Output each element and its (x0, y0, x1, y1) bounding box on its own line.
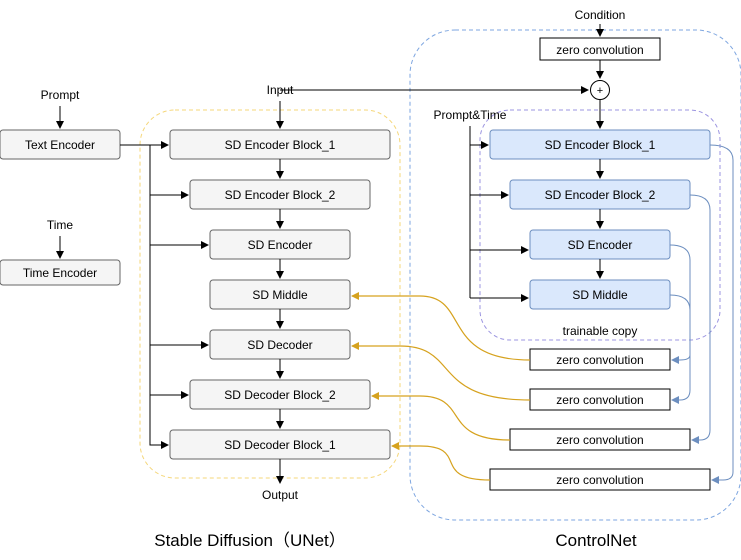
time-encoder-box: Time Encoder (0, 259, 121, 286)
zero-convolution-4: zero convolution (489, 468, 711, 491)
svg-text:zero convolution: zero convolution (556, 393, 643, 407)
trainable-middle: SD Middle (529, 279, 671, 310)
svg-text:SD Encoder Block_1: SD Encoder Block_1 (545, 138, 656, 152)
svg-text:SD Encoder Block_2: SD Encoder Block_2 (545, 188, 656, 202)
zero-convolution-1: zero convolution (529, 348, 671, 371)
condition-label: Condition (575, 8, 626, 22)
svg-text:SD Middle: SD Middle (572, 288, 628, 302)
zero-convolution-2: zero convolution (529, 388, 671, 411)
prompt-label: Prompt (41, 88, 80, 102)
sd-encoder-block-1: SD Encoder Block_1 (169, 129, 391, 160)
svg-text:zero convolution: zero convolution (556, 43, 643, 57)
prompt-time-label: Prompt&Time (434, 108, 507, 122)
svg-text:SD Decoder Block_1: SD Decoder Block_1 (224, 438, 336, 452)
time-label: Time (47, 218, 74, 232)
svg-text:SD Decoder: SD Decoder (247, 338, 312, 352)
sd-decoder-block-1: SD Decoder Block_1 (169, 429, 391, 460)
svg-text:SD Encoder: SD Encoder (568, 238, 633, 252)
svg-text:zero convolution: zero convolution (556, 473, 643, 487)
svg-text:SD Middle: SD Middle (252, 288, 308, 302)
trainable-copy-label: trainable copy (563, 324, 638, 338)
output-label: Output (262, 488, 299, 502)
sd-decoder-block-2: SD Decoder Block_2 (189, 379, 371, 410)
condition-zero-convolution: zero convolution (539, 37, 661, 61)
svg-text:SD Encoder Block_2: SD Encoder Block_2 (225, 188, 336, 202)
sd-decoder: SD Decoder (209, 329, 351, 360)
gold-zero-conv-connectors (351, 292, 531, 481)
svg-text:+: + (597, 85, 603, 97)
blue-skip-connectors (669, 144, 734, 484)
trainable-encoder-block-2: SD Encoder Block_2 (509, 179, 691, 210)
controlnet-group (409, 29, 741, 521)
sd-encoder: SD Encoder (209, 229, 351, 260)
trainable-copy-group (479, 109, 721, 341)
stable-diffusion-title: Stable Diffusion（UNet） (154, 531, 346, 550)
zero-convolution-3: zero convolution (509, 428, 691, 451)
add-node: + (590, 80, 610, 100)
svg-text:SD Decoder Block_2: SD Decoder Block_2 (224, 388, 336, 402)
svg-text:SD Encoder Block_1: SD Encoder Block_1 (225, 138, 336, 152)
text-encoder-box: Text Encoder (0, 129, 121, 160)
svg-text:Time Encoder: Time Encoder (23, 266, 97, 280)
svg-text:zero convolution: zero convolution (556, 433, 643, 447)
trainable-encoder-block-1: SD Encoder Block_1 (489, 129, 711, 160)
svg-text:SD Encoder: SD Encoder (248, 238, 313, 252)
black-connectors (56, 24, 604, 484)
stable-diffusion-group (139, 109, 401, 479)
sd-encoder-block-2: SD Encoder Block_2 (189, 179, 371, 210)
svg-text:Text Encoder: Text Encoder (25, 138, 95, 152)
sd-middle: SD Middle (209, 279, 351, 310)
svg-text:zero convolution: zero convolution (556, 353, 643, 367)
controlnet-title: ControlNet (555, 531, 637, 550)
trainable-encoder: SD Encoder (529, 229, 671, 260)
